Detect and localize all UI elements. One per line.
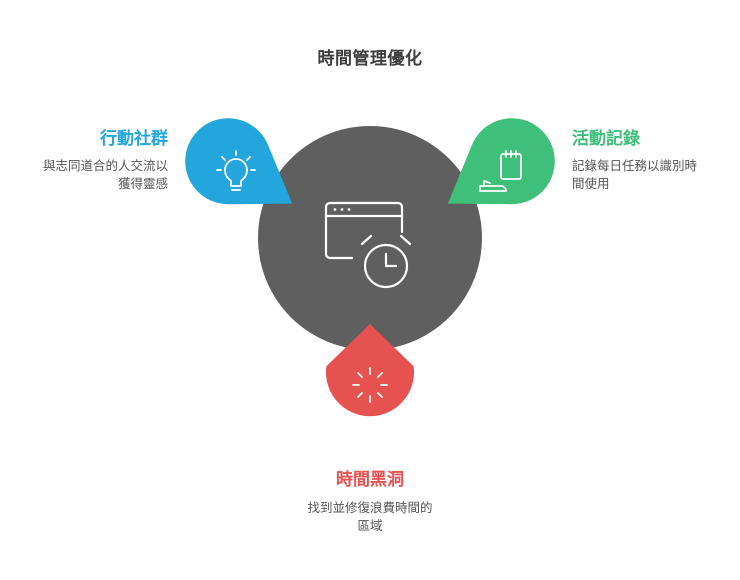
social-label: 行動社群 [100,129,168,149]
log-label: 活動記錄 [572,129,640,149]
log-description-line: 間使用 [572,176,610,191]
blackhole-node [326,324,414,417]
log-node [447,118,555,205]
social-description-line: 獲得靈感 [117,176,168,191]
blackhole-description-line: 區域 [357,518,383,533]
log-description-line: 記錄每日任務以識別時 [572,158,698,173]
social-description-line: 與志同道合的人交流以 [42,158,168,173]
social-description: 與志同道合的人交流以 獲得靈感 [43,157,168,193]
blackhole-label: 時間黑洞 [336,470,404,490]
blackhole-description: 找到並修復浪費時間的 區域 [0,499,740,535]
lightbulb-icon [216,150,256,191]
loading-spinner-icon [352,367,388,403]
social-node [185,118,293,205]
notepad-pen-icon [479,150,522,192]
log-description: 記錄每日任務以識別時 間使用 [572,157,697,193]
diagram-title: 時間管理優化 [317,49,423,69]
blackhole-description-line: 找到並修復浪費時間的 [307,500,433,515]
social-teardrop [185,118,293,205]
browser-clock-icon [324,201,412,289]
